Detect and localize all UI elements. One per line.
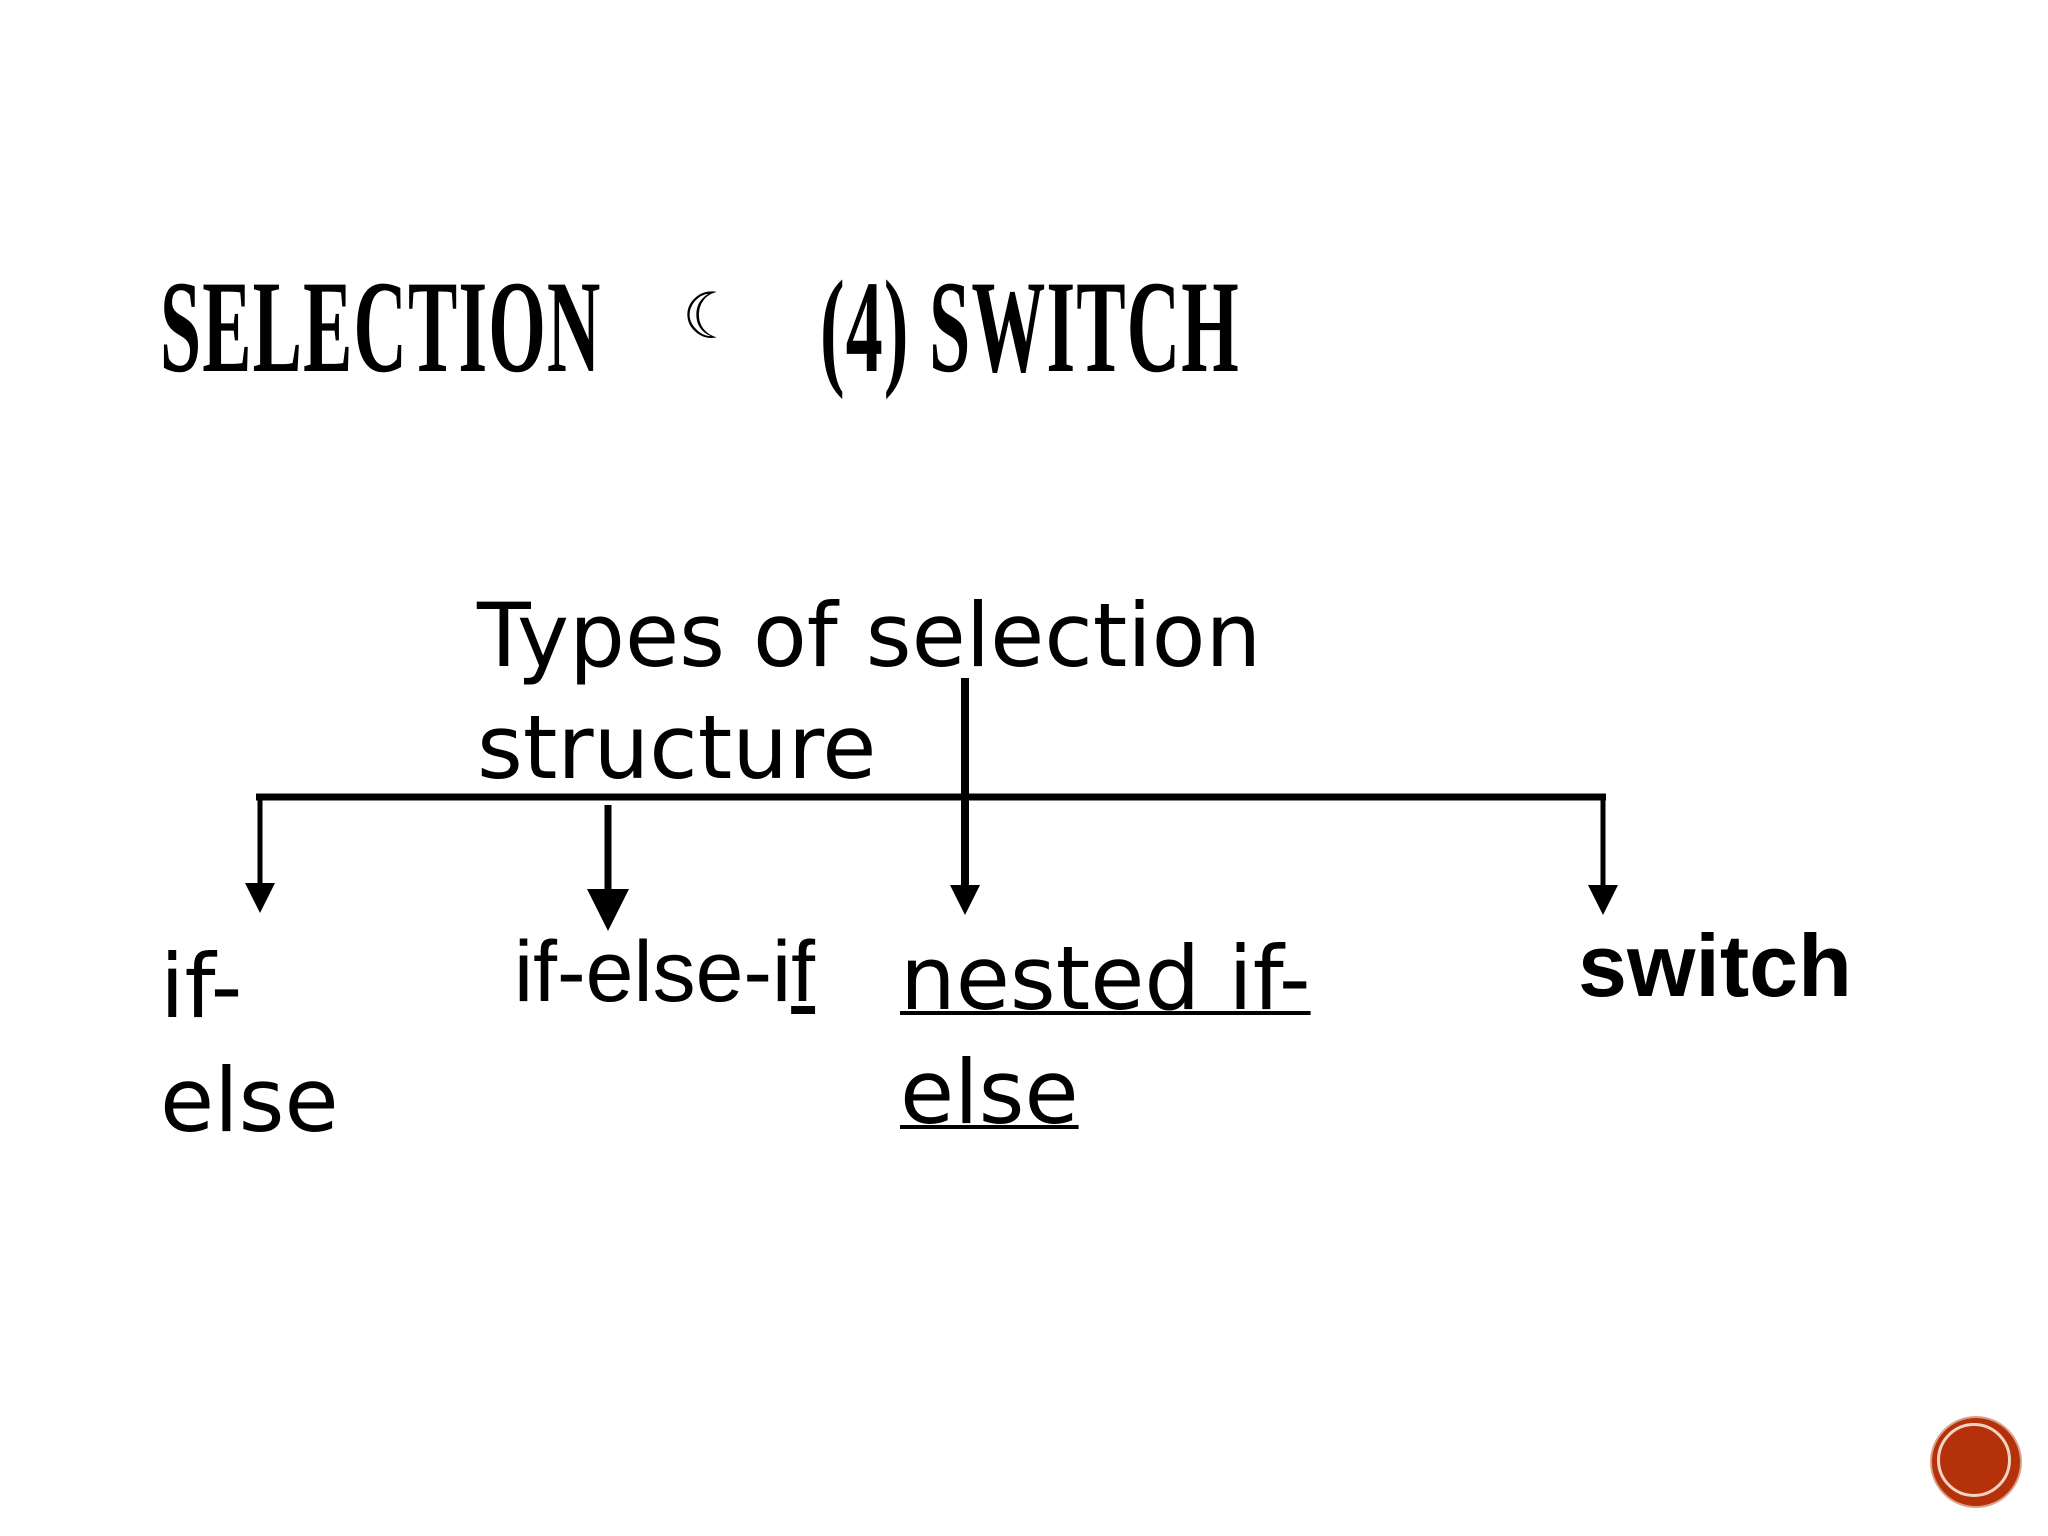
node-if-else-if-text: if-else-i [514,924,792,1020]
node-if-else-if-underlined: f [791,924,816,1020]
node-switch: switch [1578,916,1852,1015]
diagram-root-label: Types of selection structure [477,584,1262,799]
nav-button-ring [1937,1423,2011,1497]
title-switch: (4) SWITCH [820,253,1240,400]
node-if-else-if: if-else-if [514,922,815,1022]
node-if-else: if-else [160,935,339,1152]
slide-nav-button-icon[interactable] [1932,1418,2020,1506]
title-selection: SELECTION [160,253,602,400]
crescent-moon-icon: ☾ [682,280,740,354]
node-nested-if-else: nested if-else [900,927,1311,1144]
